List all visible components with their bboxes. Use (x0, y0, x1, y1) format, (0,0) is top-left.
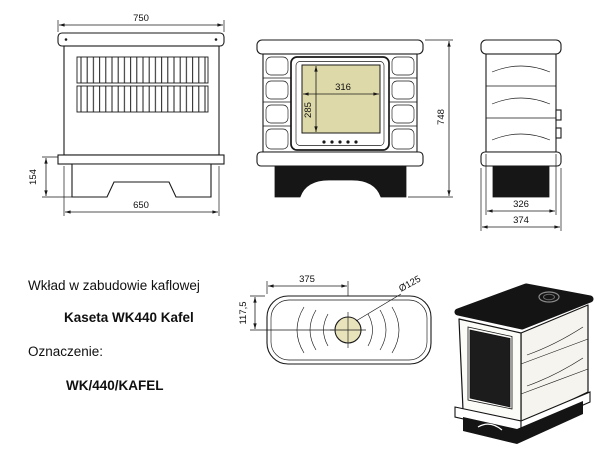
extension-lines (63, 166, 220, 216)
dimension-back-bottom-width: 650 (63, 166, 220, 216)
leader-line (355, 293, 402, 322)
dimension-glass-height: 285 (303, 66, 318, 132)
extension-lines (485, 154, 557, 215)
screw-dot-left (64, 38, 68, 41)
top-plate-3d (454, 283, 594, 330)
side-body-outline (485, 53, 557, 153)
flue-diameter-label: Ø125 (397, 274, 423, 295)
vent-slats-lower (76, 85, 209, 113)
door-vent-dots (322, 140, 358, 144)
back-legs-outline (71, 163, 212, 198)
door-glass-3d (469, 329, 511, 408)
door-frame-inner (295, 61, 385, 146)
front-view: 316 285 748 (256, 39, 453, 198)
dimension-label-glass-height: 285 (303, 102, 314, 118)
flue-centermark (330, 312, 366, 348)
door-hinge-upper (555, 109, 562, 121)
dimension-back-base-height: 154 (28, 156, 72, 198)
tile-division-lines (263, 77, 417, 127)
door-frame-3d (467, 326, 513, 410)
dimension-label-glass-width: 316 (335, 82, 351, 93)
back-top-plate (57, 32, 225, 47)
side-pedestal (492, 165, 550, 198)
back-view: 750 650 154 (28, 13, 225, 216)
vent-slats-upper (76, 56, 209, 84)
dimension-label-back-bottom-width: 650 (133, 200, 149, 211)
info-line-1: Wkład w zabudowie kaflowej (28, 278, 200, 293)
dimension-base-depth: 374 (480, 168, 562, 231)
dimension-label-back-base-height: 154 (28, 169, 39, 185)
extension-lines (42, 156, 72, 198)
side-view: 326 374 (480, 39, 562, 231)
side-tile-ornaments (491, 65, 551, 141)
base-front-3d (463, 417, 517, 444)
info-line-3: Oznaczenie: (28, 344, 103, 359)
side-plinth (480, 151, 562, 167)
side-tile-lines-3d (520, 338, 589, 395)
side-top-plate (480, 39, 562, 55)
base-arch-3d (477, 423, 503, 431)
flue-collar-3d (538, 291, 560, 303)
info-line-4-code: WK/440/KAFEL (66, 378, 164, 393)
hatch-arcs-right (367, 306, 400, 354)
dimension-label-body-depth: 326 (513, 199, 529, 210)
extension-lines (408, 39, 453, 198)
perspective-view (454, 283, 594, 444)
extension-lines (250, 295, 334, 331)
back-base-plate (57, 154, 225, 165)
top-view: 375 Ø125 117,5 (238, 274, 432, 365)
dimension-label-flue-y: 117,5 (238, 301, 249, 324)
dimension-back-top-width: 750 (57, 13, 225, 32)
info-block: Wkład w zabudowie kaflowej Kaseta WK440 … (28, 278, 200, 393)
door-hinge-lower (555, 127, 562, 139)
dimension-label-back-top-width: 750 (133, 13, 149, 24)
front-top-plate (256, 39, 424, 55)
door-glass (301, 64, 381, 134)
dimension-flue-y: 117,5 (238, 295, 334, 331)
tile-inner-details (265, 56, 415, 150)
info-line-2-model: Kaseta WK440 Kafel (64, 310, 194, 325)
side-tile-division-lines (486, 85, 556, 119)
extension-lines (480, 168, 562, 231)
dimension-label-flue-x: 375 (299, 274, 315, 285)
flue-collar-inner-3d (543, 293, 555, 301)
dimension-label-total-height: 748 (436, 109, 447, 125)
front-plinth (256, 151, 424, 167)
dimension-total-height: 748 (408, 39, 453, 198)
dimension-body-depth: 326 (485, 154, 557, 215)
screw-dot-right (214, 38, 218, 41)
dimension-label-base-depth: 374 (513, 215, 529, 226)
base-side-3d (517, 401, 583, 444)
front-pedestal (274, 165, 407, 198)
side-tile-arcs-3d (526, 326, 584, 387)
extension-lines (57, 20, 225, 32)
